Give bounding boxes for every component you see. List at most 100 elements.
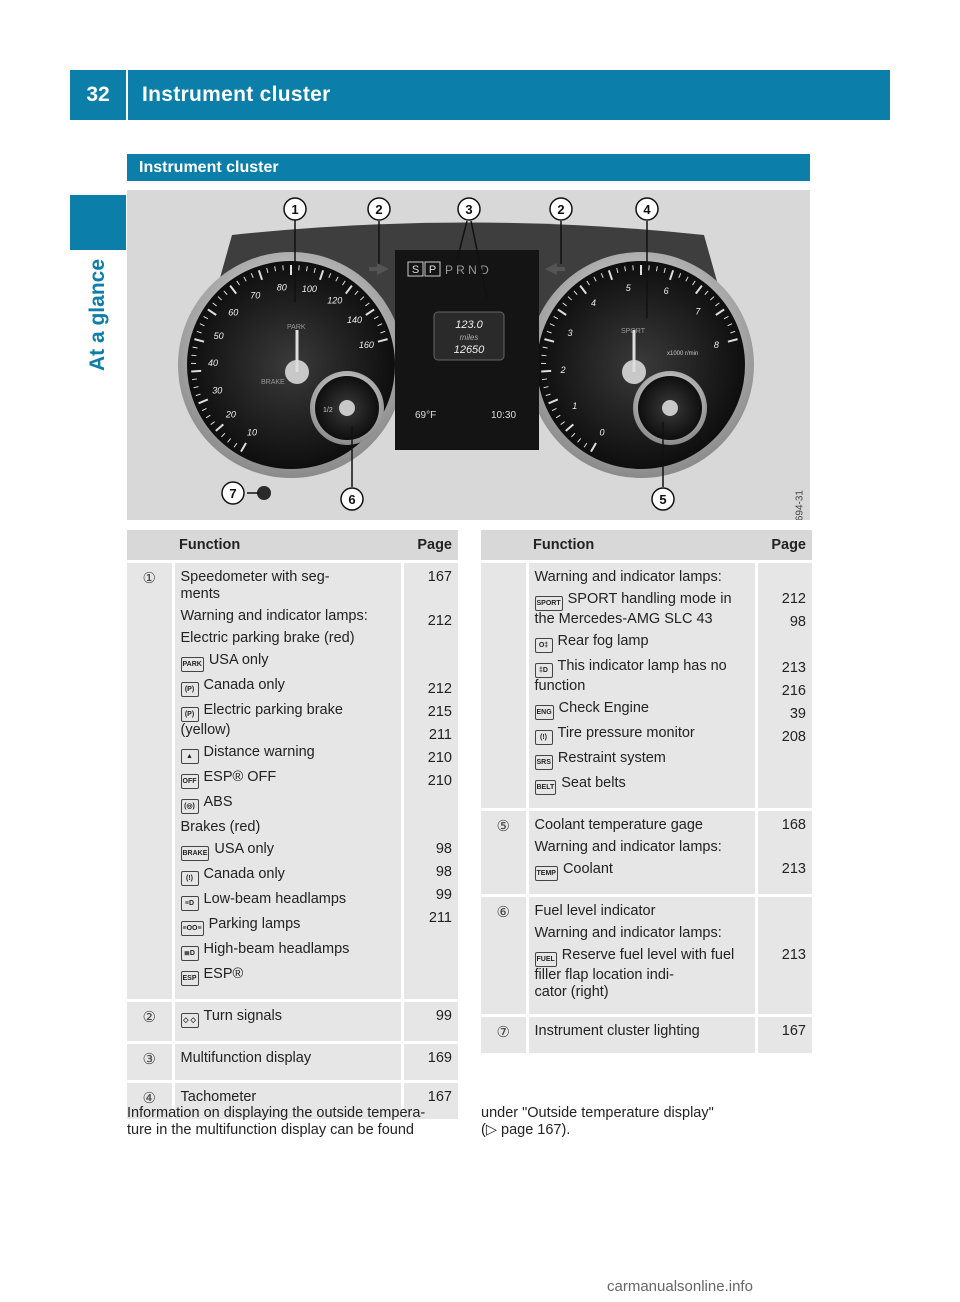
rpm-unit: x1000 r/min — [667, 351, 698, 357]
row-number: ⑥ — [481, 895, 529, 1017]
gauge-label: 2 — [560, 365, 566, 375]
page-ref: 211 — [428, 910, 452, 926]
gauge-tick — [240, 442, 247, 453]
svg-text:2: 2 — [557, 202, 564, 217]
gauge-tick — [377, 323, 383, 327]
gauge-tick — [616, 267, 619, 273]
function-entry: Electric parking brake (red) — [181, 630, 395, 647]
gauge-tick — [541, 369, 552, 373]
indicator-icon: ENG — [534, 705, 554, 720]
callout-2b: 2 — [549, 197, 573, 221]
park-label: PARK — [287, 324, 306, 331]
function-entry: Brakes (red) — [181, 819, 395, 836]
function-entry: Warning and indicator lamps: — [181, 608, 395, 625]
page-ref: 98 — [435, 864, 452, 880]
function-text: USA only — [214, 841, 275, 857]
gauge-tick — [266, 267, 269, 273]
function-text: High-beam headlamps — [203, 941, 350, 957]
gauge-tick — [694, 285, 703, 295]
gauge-tick — [553, 315, 559, 320]
gauge-tick — [709, 296, 715, 301]
gauge-tick — [571, 432, 576, 438]
row-number — [481, 561, 529, 811]
figure-code: P54.33-4694-31 — [795, 490, 806, 520]
page-ref: 212 — [427, 681, 452, 697]
header-divider — [126, 70, 128, 120]
function-header: Function — [173, 530, 402, 563]
indicator-icon: OFF — [180, 774, 199, 789]
callout-3: 3 — [457, 197, 481, 221]
gauge-tick — [313, 267, 316, 273]
page-ref: 167 — [427, 569, 452, 585]
page-ref: 211 — [428, 727, 452, 743]
gauge-label: 5 — [626, 283, 632, 293]
indicator-icon: (!) — [534, 730, 553, 745]
row-number: ④ — [127, 1081, 175, 1122]
function-entry: O‡Rear fog lamp — [534, 633, 749, 653]
page-header: Page — [402, 530, 458, 563]
gauge-tick — [567, 296, 573, 301]
page-ref: 213 — [781, 861, 806, 877]
function-text: Coolant — [562, 861, 613, 877]
gauge-tick — [199, 323, 205, 327]
page-ref — [764, 839, 807, 856]
page-cell: 99 — [402, 1000, 458, 1044]
gauge-tick — [579, 285, 588, 295]
gauge-tick — [551, 407, 557, 412]
page-ref: 212 — [427, 613, 452, 629]
function-text: Canada only — [203, 677, 285, 693]
gauge-label: 70 — [250, 291, 260, 301]
gauge-label: 1 — [572, 401, 577, 411]
row-number: ⑤ — [481, 809, 529, 897]
gauge-tick — [335, 276, 339, 282]
indicator-icon: BELT — [534, 780, 557, 795]
gauge-tick — [274, 266, 277, 272]
gauge-tick — [715, 308, 725, 316]
function-entry: Warning and indicator lamps: — [535, 925, 749, 942]
page-ref: 213 — [781, 660, 806, 676]
function-text: Warning and indicator lamps: — [534, 839, 722, 855]
gauge-tick — [590, 442, 597, 453]
page-ref: 167 — [427, 1089, 452, 1105]
side-tab-label-wrap: At a glance — [70, 255, 126, 375]
gauge-tick — [217, 296, 223, 301]
gauge-tick — [243, 276, 247, 282]
odo-unit: miles — [460, 333, 479, 342]
gauge-tick — [548, 398, 559, 405]
indicator-icon: SPORT — [534, 596, 563, 611]
gauge-label: 3 — [567, 328, 572, 338]
gauge-tick — [215, 423, 224, 432]
right-turn-arrow — [545, 263, 565, 275]
page-ref — [410, 795, 453, 813]
gauge-tick — [377, 338, 388, 343]
gauge-label: 100 — [302, 284, 317, 294]
page-ref: 99 — [435, 887, 452, 903]
gauge-tick — [542, 346, 548, 349]
gauge-tick — [195, 393, 201, 397]
page-ref: 212 — [781, 591, 806, 607]
function-cell: Multifunction display — [173, 1042, 404, 1083]
function-text: Tachometer — [180, 1089, 257, 1105]
page-ref — [764, 925, 807, 942]
section-title: Instrument cluster — [127, 154, 810, 181]
gear-p-box — [424, 261, 441, 277]
gauge-tick — [586, 280, 590, 286]
fuel-gauge-hub — [339, 400, 355, 416]
page-ref: 210 — [427, 750, 452, 766]
num-header — [481, 530, 527, 563]
callout-2a: 2 — [367, 197, 391, 221]
gauge-tick — [210, 421, 215, 425]
gauge-tick — [577, 438, 582, 443]
function-text: Restraint system — [557, 750, 666, 766]
page-ref — [410, 635, 453, 653]
gauge-tick — [236, 280, 240, 286]
